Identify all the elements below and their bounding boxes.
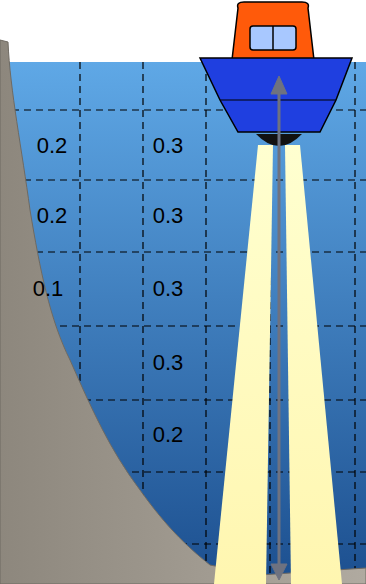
cell-value: 0.1 — [33, 278, 64, 300]
cell-value: 0.3 — [153, 352, 184, 374]
cell-value: 0.3 — [153, 278, 184, 300]
cell-value: 0.2 — [37, 205, 68, 227]
cell-value: 0.3 — [153, 205, 184, 227]
cell-value: 0.3 — [153, 135, 184, 157]
boat-hull — [200, 58, 352, 132]
cell-value: 0.2 — [37, 135, 68, 157]
cell-value: 0.2 — [153, 424, 184, 446]
boat-window — [250, 26, 296, 50]
sonar-beam — [285, 145, 342, 584]
depth-arrow — [271, 76, 287, 580]
sonar-beam — [214, 145, 273, 584]
boat-cabin — [232, 2, 314, 60]
cliff — [0, 40, 366, 584]
